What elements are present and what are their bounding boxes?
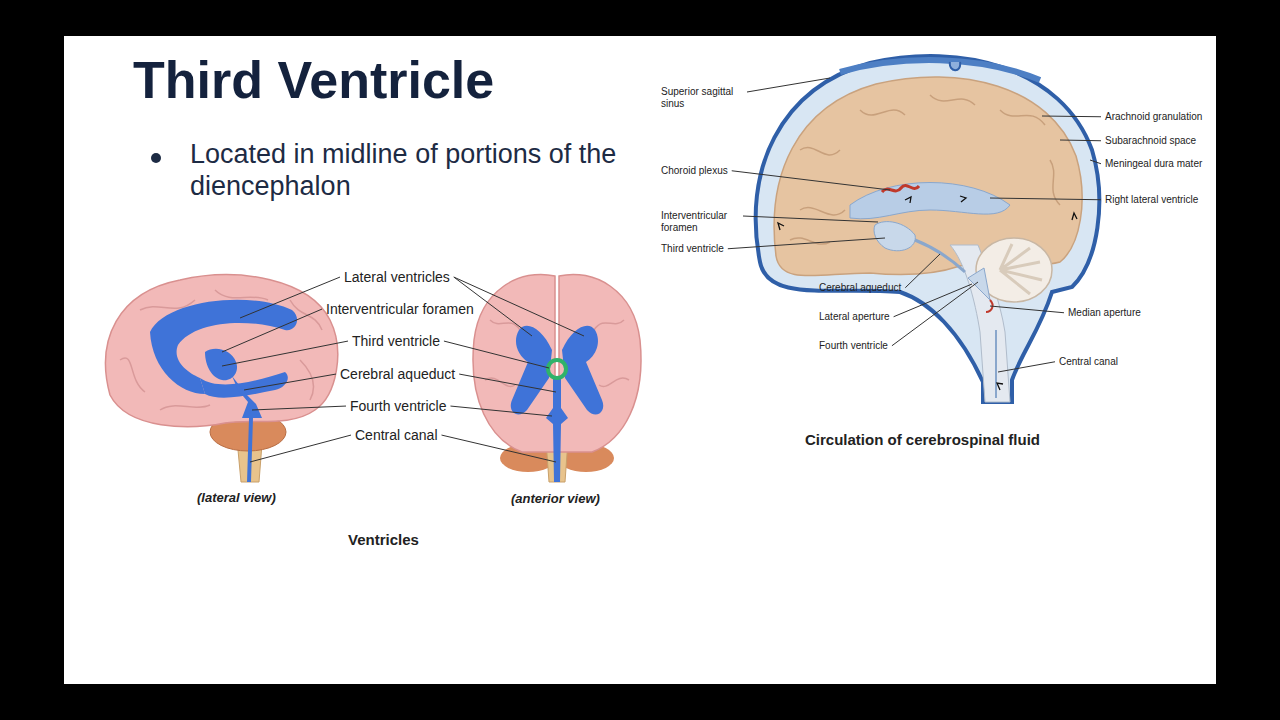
leader-line: [894, 284, 972, 317]
leader-line: [892, 282, 978, 346]
lateral-brain: [106, 275, 338, 482]
leader-line: [905, 254, 940, 288]
part-label: Superior sagittal sinus: [661, 86, 743, 109]
aqueduct: [915, 240, 965, 272]
leader-line: [1060, 140, 1101, 142]
bullet-dot: [151, 153, 161, 163]
gyri: [485, 320, 629, 387]
leader-line: [1042, 116, 1101, 118]
bullet-text: Located in midline of portions of the di…: [190, 138, 630, 203]
part-label: Choroid plexus: [661, 165, 728, 177]
part-label: Right lateral ventricle: [1105, 194, 1198, 206]
leader-line: [450, 406, 552, 416]
canal-shape: [995, 330, 997, 398]
part-label: Subarachnoid space: [1105, 135, 1196, 147]
part-label: Interventricular foramen: [326, 301, 474, 317]
part-label: Lateral aperture: [819, 311, 890, 323]
leader-line: [222, 309, 322, 352]
leader-line: [728, 238, 885, 249]
slide-ground: [64, 36, 1216, 684]
cerebrum: [106, 275, 338, 427]
ventricle-shape: [511, 326, 552, 415]
sagittal-head: [756, 56, 1100, 402]
fourth-ventricle: [968, 268, 990, 300]
figure-caption: Ventricles: [348, 531, 419, 548]
third-ventricle-ring: [548, 360, 566, 378]
leader-line: [743, 216, 878, 222]
part-label: Fourth ventricle: [350, 398, 446, 414]
part-label: Cerebral aqueduct: [340, 366, 455, 382]
leader-line: [998, 362, 1055, 372]
leader-line: [442, 435, 557, 462]
leader-line: [244, 374, 336, 390]
ventricle-shape: [546, 378, 568, 482]
canal-shape: [249, 418, 251, 482]
gyri: [120, 290, 322, 410]
part-label: Central canal: [1059, 356, 1118, 368]
ventricle-shape: [562, 326, 603, 415]
choroid-plexus: [882, 185, 919, 192]
leader-line: [252, 406, 346, 410]
part-label: Interventricular foramen: [661, 210, 739, 233]
leader-line: [240, 277, 340, 318]
leader-line: [222, 341, 348, 366]
view-caption: (lateral view): [197, 491, 276, 506]
gyri: [790, 95, 1060, 244]
part-label: Cerebral aqueduct: [819, 282, 901, 294]
part-label: Fourth ventricle: [819, 340, 888, 352]
leader-line: [250, 435, 351, 462]
part-label: Central canal: [355, 427, 438, 443]
leader-line: [990, 198, 1101, 200]
anterior-brain: [473, 274, 641, 482]
hemisphere: [559, 274, 641, 452]
part-label: Meningeal dura mater: [1105, 158, 1202, 170]
leader-line: [1090, 160, 1101, 164]
leader-line: [747, 78, 830, 92]
leader-line: [444, 341, 549, 368]
leader-line: [732, 171, 890, 190]
dura-mater: [756, 56, 1100, 402]
leader-line: [459, 374, 556, 392]
part-label: Median aperture: [1068, 307, 1141, 319]
slide-title: Third Ventricle: [133, 52, 494, 109]
third-ventricle: [874, 222, 915, 251]
arbor-vitae: [1000, 244, 1042, 294]
choroid-plexus: [986, 300, 993, 312]
ventricle-shape: [232, 376, 262, 418]
leader-line: [990, 306, 1064, 313]
flow-arrow: [778, 196, 1077, 390]
hemisphere: [473, 274, 555, 452]
figure-caption: Circulation of cerebrospinal fluid: [805, 431, 1040, 448]
ventricle-shape: [205, 349, 237, 380]
part-label: Arachnoid granulation: [1105, 111, 1202, 123]
part-label: Third ventricle: [661, 243, 724, 255]
part-label: Third ventricle: [352, 333, 440, 349]
part-label: Lateral ventricles: [344, 269, 450, 285]
lateral-ventricle: [850, 183, 1010, 219]
view-caption: (anterior view): [511, 492, 600, 507]
